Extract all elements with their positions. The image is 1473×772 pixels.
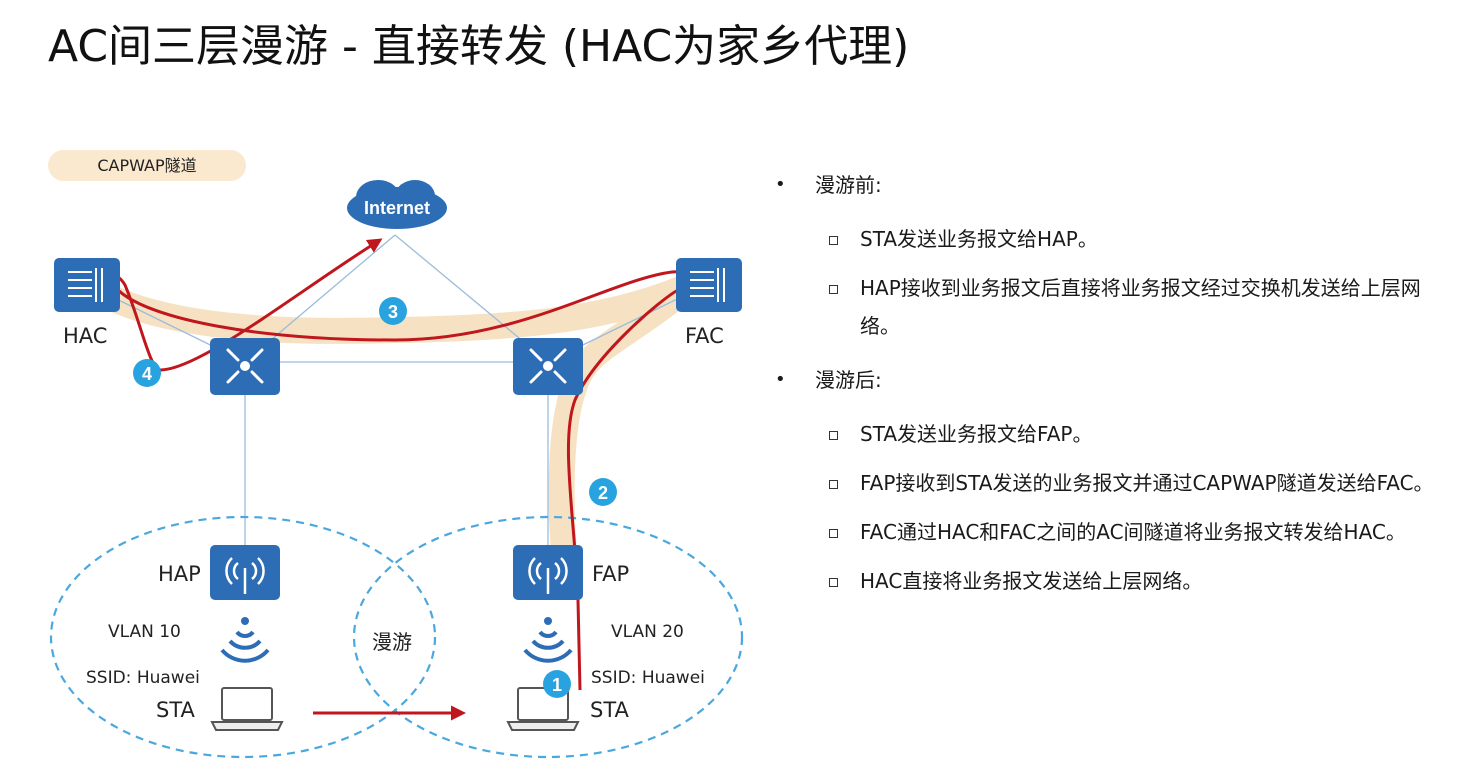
list-item: STA发送业务报文给FAP。	[829, 415, 1450, 453]
step-badge-2: 2	[589, 478, 617, 506]
sta-right-laptop-icon	[506, 687, 580, 731]
hap-ap-icon	[210, 545, 280, 600]
description-list: 漫游前: STA发送业务报文给HAP。 HAP接收到业务报文后直接将业务报文经过…	[770, 170, 1450, 600]
fap-label: FAP	[592, 562, 630, 586]
list-item: FAP接收到STA发送的业务报文并通过CAPWAP隧道发送给FAC。	[829, 464, 1450, 502]
network-diagram: Internet	[49, 180, 744, 759]
cell-right	[352, 515, 744, 759]
vlan-right-label: VLAN 20	[611, 622, 684, 642]
section-heading-after: 漫游后:	[775, 365, 1450, 395]
sta-right-label: STA	[590, 698, 629, 722]
hac-label: HAC	[63, 324, 108, 348]
ssid-left-label: SSID: Huawei	[86, 668, 200, 688]
sta-left-laptop-icon	[210, 687, 284, 731]
internet-label: Internet	[364, 198, 430, 218]
sta-left-label: STA	[156, 698, 195, 722]
switch-left-icon	[210, 338, 280, 395]
list-item: HAC直接将业务报文发送给上层网络。	[829, 562, 1450, 600]
switch-right-icon	[513, 338, 583, 395]
fap-ap-icon	[513, 545, 583, 600]
list-item: FAC通过HAC和FAC之间的AC间隧道将业务报文转发给HAC。	[829, 513, 1450, 551]
capwap-tunnel-band-fap	[548, 272, 703, 598]
step-badge-4: 4	[133, 359, 161, 387]
capwap-tunnel-legend: CAPWAP隧道	[48, 150, 246, 181]
capwap-tunnel-band-ac	[75, 272, 703, 344]
list-item: HAP接收到业务报文后直接将业务报文经过交换机发送给上层网络。	[829, 269, 1450, 345]
step-badge-1: 1	[543, 670, 571, 698]
hap-label: HAP	[158, 562, 201, 586]
roam-label: 漫游	[372, 630, 412, 654]
svg-text:4: 4	[142, 364, 152, 384]
svg-text:3: 3	[388, 302, 398, 322]
fac-label: FAC	[685, 324, 724, 348]
page-title: AC间三层漫游 - 直接转发 (HAC为家乡代理)	[48, 21, 910, 72]
svg-text:1: 1	[552, 675, 562, 695]
ssid-right-label: SSID: Huawei	[591, 668, 705, 688]
fac-device-icon	[676, 258, 742, 312]
list-item: STA发送业务报文给HAP。	[829, 220, 1450, 258]
internet-cloud-icon	[347, 180, 447, 229]
wifi-signal-right-icon	[523, 617, 573, 663]
section-heading-before: 漫游前:	[775, 170, 1450, 200]
cell-left	[49, 515, 437, 759]
hac-device-icon	[54, 258, 120, 312]
step-badge-3: 3	[379, 297, 407, 325]
vlan-left-label: VLAN 10	[108, 622, 181, 642]
svg-text:2: 2	[598, 483, 608, 503]
wifi-signal-left-icon	[220, 617, 270, 663]
